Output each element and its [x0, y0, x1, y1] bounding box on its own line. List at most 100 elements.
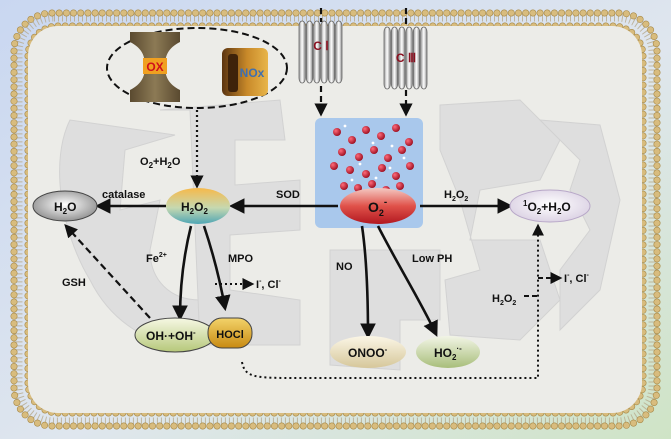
lipid-head: [364, 422, 372, 430]
lipid-head: [653, 140, 661, 148]
sparkle: [374, 176, 378, 180]
fe-label: Fe2+: [146, 252, 167, 265]
lipid-head: [10, 198, 18, 206]
lipid-head: [653, 198, 661, 206]
lipid-head: [127, 422, 135, 430]
lipid-head: [184, 9, 192, 17]
lipid-head: [652, 40, 660, 48]
lipid-head: [10, 276, 18, 284]
lipid-head: [608, 9, 616, 17]
lipid-head: [10, 119, 18, 127]
lipid-head: [653, 341, 661, 349]
complex-1-label: C Ⅰ: [313, 39, 329, 53]
lipid-head: [653, 169, 661, 177]
lipid-head: [10, 226, 18, 234]
lipid-head: [10, 126, 18, 134]
lipid-head: [486, 9, 494, 17]
lipid-head: [10, 147, 18, 155]
channel-subunit: [398, 26, 406, 90]
catalase-label: catalase: [102, 189, 145, 201]
lipid-head: [653, 119, 661, 127]
lipid-head: [91, 9, 99, 17]
lipid-head: [33, 12, 41, 20]
lipid-head: [653, 241, 661, 249]
lipid-head: [10, 370, 18, 378]
lipid-head: [653, 291, 661, 299]
lipid-head: [10, 47, 18, 55]
lipid-head: [220, 9, 228, 17]
channel-subunit: [405, 26, 413, 90]
superoxide-particle: [396, 182, 404, 190]
sparkle: [350, 178, 354, 182]
lipid-head: [558, 422, 566, 430]
lipid-head: [10, 76, 18, 84]
lipid-head: [10, 54, 18, 62]
oxidase-group-outline: [106, 27, 288, 109]
lipid-head: [13, 398, 21, 406]
lipid-head: [10, 327, 18, 335]
lipid-head: [10, 183, 18, 191]
complex-3-channel: [383, 26, 428, 90]
lipid-head: [98, 9, 106, 17]
channel-subunit: [305, 20, 314, 84]
lipid-head: [652, 391, 660, 399]
lipid-head: [10, 176, 18, 184]
lipid-head: [227, 422, 235, 430]
lipid-head: [10, 312, 18, 320]
lipid-head: [522, 422, 530, 430]
nox-enzyme: [222, 48, 268, 96]
lipid-head: [149, 9, 157, 17]
lipid-head: [421, 422, 429, 430]
lipid-head: [653, 47, 661, 55]
lipid-head: [653, 377, 661, 385]
superoxide-particle: [405, 138, 413, 146]
lipid-head: [170, 422, 178, 430]
lipid-head: [608, 422, 616, 430]
lipid-head: [256, 422, 264, 430]
lipid-head: [227, 9, 235, 17]
lipid-head: [335, 9, 343, 17]
lipid-head: [550, 9, 558, 17]
superoxide-particle: [340, 182, 348, 190]
hydroperoxyl-node: [416, 336, 480, 368]
lipid-head: [653, 233, 661, 241]
lipid-head: [342, 9, 350, 17]
lipid-head: [77, 422, 85, 430]
superoxide-particle: [377, 132, 385, 140]
lipid-head: [33, 419, 41, 427]
lipid-head: [192, 422, 200, 430]
lipid-head: [10, 69, 18, 77]
lipid-head: [464, 422, 472, 430]
lipid-head: [586, 422, 594, 430]
lipid-head: [536, 9, 544, 17]
lipid-head: [10, 348, 18, 356]
lipid-head: [536, 422, 544, 430]
lipid-head: [493, 422, 501, 430]
lipid-head: [27, 15, 35, 23]
lipid-head: [572, 422, 580, 430]
superoxide-particle: [338, 148, 346, 156]
lipid-head: [653, 61, 661, 69]
superoxide-particle: [330, 162, 338, 170]
lipid-head: [364, 9, 372, 17]
lipid-head: [306, 422, 314, 430]
lipid-head: [392, 422, 400, 430]
lipid-head: [500, 422, 508, 430]
lipid-head: [550, 422, 558, 430]
lipid-head: [653, 155, 661, 163]
lipid-head: [10, 291, 18, 299]
lipid-head: [653, 69, 661, 77]
halide-label-2: I-, Cl-: [564, 272, 590, 285]
lipid-head: [514, 9, 522, 17]
lipid-head: [163, 9, 171, 17]
lipid-head: [48, 9, 56, 17]
lipid-head: [357, 422, 365, 430]
lipid-head: [206, 9, 214, 17]
lipid-head: [242, 422, 250, 430]
lipid-head: [642, 20, 650, 28]
lipid-head: [199, 422, 207, 430]
lipid-head: [622, 421, 630, 429]
lipid-head: [653, 76, 661, 84]
lipid-head: [522, 9, 530, 17]
lipid-head: [170, 9, 178, 17]
